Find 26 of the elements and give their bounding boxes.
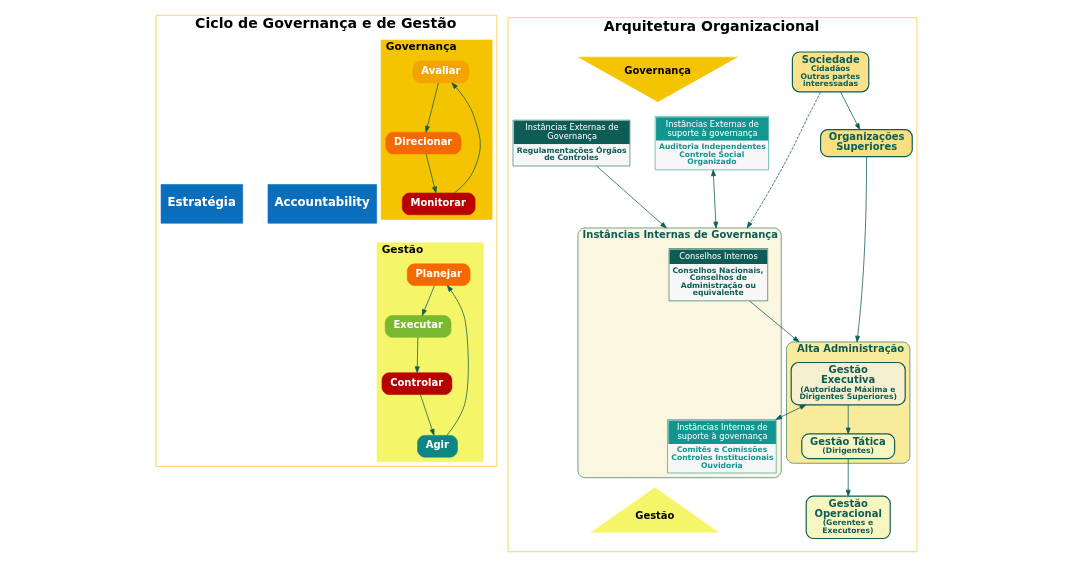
arrow xyxy=(749,300,800,343)
node-box: Planejar xyxy=(406,263,471,286)
arrow xyxy=(425,153,437,194)
node-box: Direcionar xyxy=(385,131,462,155)
node-box: Agir xyxy=(417,435,458,458)
arrow xyxy=(746,91,821,229)
arrow xyxy=(414,336,420,374)
arrow xyxy=(421,285,435,316)
node-box: Accountability xyxy=(267,184,377,224)
arrow xyxy=(446,285,469,436)
arrow xyxy=(596,165,667,229)
node-box: Monitorar xyxy=(401,192,476,216)
arrow xyxy=(420,394,435,436)
node-box: Avaliar xyxy=(412,60,470,84)
node-box: Estratégia xyxy=(160,184,243,224)
arrow xyxy=(775,404,807,420)
node-box: Executar xyxy=(384,315,452,338)
arrow xyxy=(845,404,851,435)
arrow xyxy=(855,156,867,343)
arrow xyxy=(711,169,719,229)
arrow xyxy=(425,82,439,133)
node-box: Organizações Superiores xyxy=(820,128,913,158)
arrow xyxy=(840,91,861,130)
node-box: Controlar xyxy=(381,372,453,395)
arrow xyxy=(451,82,481,194)
arrow xyxy=(845,458,851,497)
